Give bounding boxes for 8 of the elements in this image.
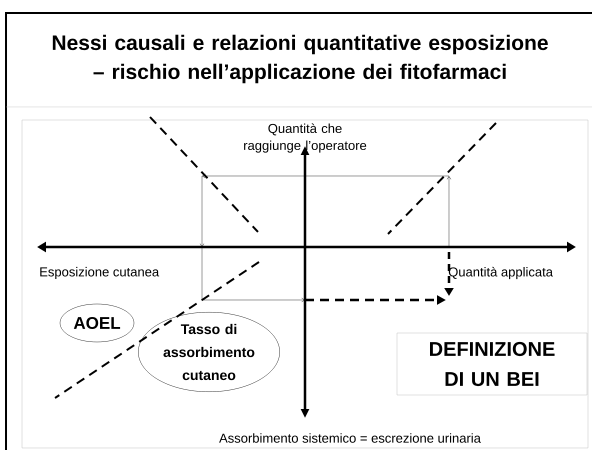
axis-label: Quantità che raggiunge l’operatore — [244, 123, 366, 153]
ellipse-label: Tasso di assorbimento cutaneo — [138, 312, 280, 392]
axis-label: Quantità applicata — [448, 266, 553, 280]
heading-box: DEFINIZIONE DI UN BEI — [396, 332, 588, 396]
title: Nessi causali e relazioni quantitative esposizione – rischio nell’applicazione dei fitofarmaci — [52, 34, 548, 84]
axis-label: Assorbimento sistemico = escrezione urinaria — [219, 433, 481, 443]
ellipse-label: AOEL — [60, 304, 134, 342]
axis-label: Esposizione cutanea — [40, 266, 160, 280]
